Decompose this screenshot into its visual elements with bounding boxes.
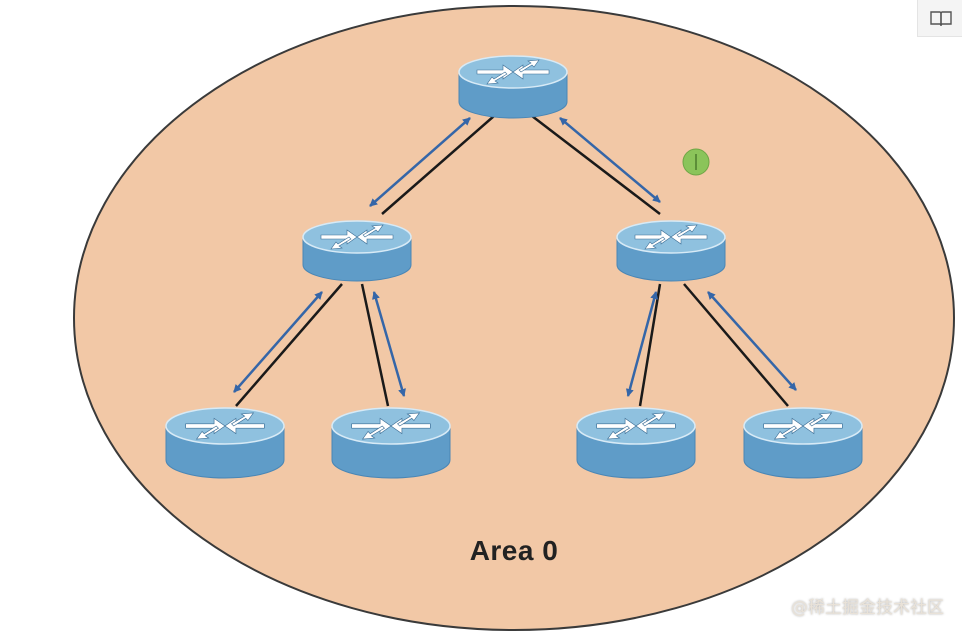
router-r-leaf-2	[331, 407, 451, 479]
router-r-leaf-3	[576, 407, 696, 479]
router-arrows-icon	[596, 412, 676, 440]
router-arrows-icon	[476, 59, 550, 85]
router-arrows-icon	[763, 412, 843, 440]
router-r-mid-right	[616, 220, 726, 282]
router-arrows-icon	[634, 224, 708, 250]
adjacency-arrow-r-top-r-mid-right	[559, 117, 661, 203]
router-r-mid-left	[302, 220, 412, 282]
adjacency-arrow-r-top-r-mid-left	[369, 117, 471, 207]
book-button[interactable]	[917, 0, 962, 37]
book-icon	[929, 11, 952, 26]
area-0-boundary	[73, 5, 955, 631]
router-arrows-icon	[351, 412, 431, 440]
router-r-top	[458, 55, 568, 119]
router-r-leaf-4	[743, 407, 863, 479]
router-arrows-icon	[320, 224, 394, 250]
adjacency-arrow-r-mid-right-r-leaf-4	[707, 291, 797, 391]
routers-layer	[165, 55, 863, 479]
router-r-leaf-1	[165, 407, 285, 479]
router-arrows-icon	[185, 412, 265, 440]
adjacency-arrow-r-mid-right-r-leaf-3	[625, 291, 659, 397]
adjacency-arrow-r-mid-left-r-leaf-2	[372, 291, 406, 397]
adjacency-arrow-r-mid-left-r-leaf-1	[233, 291, 323, 393]
area-label: Area 0	[470, 535, 559, 566]
adjacency-arrows-layer	[233, 117, 797, 397]
watermark: @稀土掘金技术社区	[791, 598, 944, 618]
